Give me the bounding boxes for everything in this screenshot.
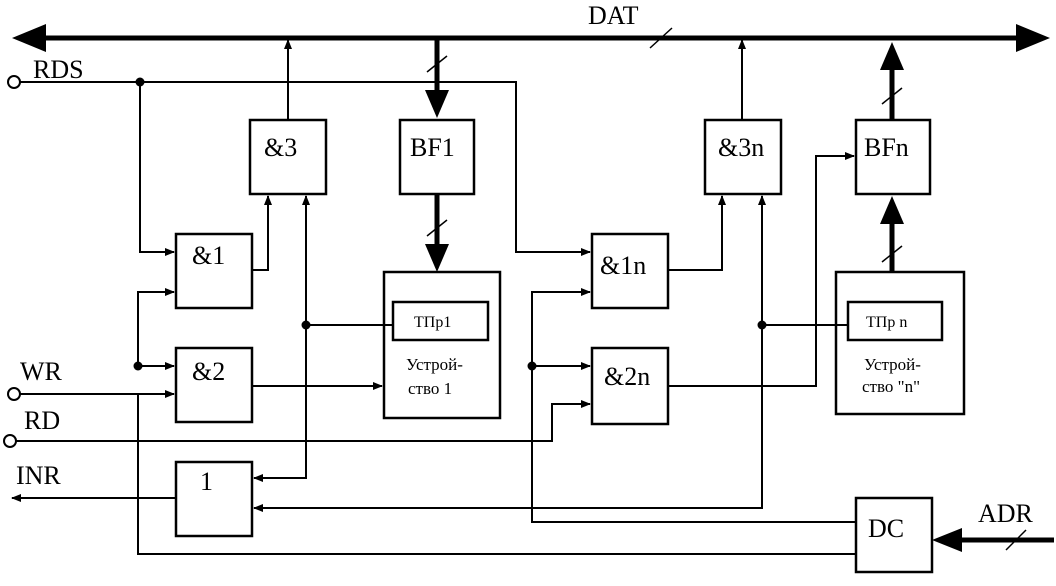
wr-to-and1	[137, 288, 175, 366]
and2n-label: &2n	[604, 362, 650, 391]
wr-label: WR	[20, 357, 63, 386]
and3-label: &3	[264, 133, 297, 162]
bfn-block	[854, 118, 932, 196]
and1n-to-and3n	[668, 195, 726, 271]
devicen-line1: Устрой-	[864, 355, 921, 374]
tpr1-label: ТПр1	[414, 314, 451, 331]
terminals	[3, 75, 21, 448]
and1-to-and3	[252, 195, 272, 271]
device1-block	[382, 270, 502, 420]
blocks	[174, 118, 966, 574]
and2n-to-bfn	[668, 152, 855, 387]
devicen-block	[834, 270, 966, 416]
device1-line1: Устрой-	[406, 355, 463, 374]
and1-label: &1	[192, 241, 225, 270]
and2-label: &2	[192, 357, 225, 386]
req1-to-or	[253, 325, 307, 482]
or1-block	[174, 460, 254, 538]
and1-block	[174, 232, 254, 310]
rds-terminal	[7, 75, 21, 89]
wr-vertical	[137, 394, 856, 555]
dat-bus	[12, 24, 1050, 52]
tprn-register	[846, 300, 944, 342]
wr-terminal	[7, 387, 21, 401]
and2n-block	[590, 346, 670, 426]
tprn-label: ТПр n	[866, 314, 907, 331]
rds-wire	[20, 81, 591, 256]
device1-line2: ство 1	[408, 379, 452, 398]
dc-label: DC	[868, 514, 904, 543]
or1-label: 1	[200, 467, 213, 496]
tpr1-register	[391, 300, 490, 342]
signal-wires	[11, 39, 856, 555]
and3n-block	[703, 118, 783, 196]
and3-block	[248, 118, 328, 196]
bfn-label: BFn	[864, 133, 909, 162]
adr-label: ADR	[978, 499, 1034, 528]
dc-to-and-n	[531, 288, 856, 523]
rd-terminal	[3, 434, 17, 448]
reqn-to-or	[253, 325, 763, 512]
and3n-label: &3n	[718, 133, 764, 162]
devicen-line2: ство "n"	[862, 377, 920, 396]
dat-bus-label: DAT	[588, 1, 639, 30]
rd-label: RD	[24, 406, 60, 435]
bf1-label: BF1	[410, 133, 455, 162]
rds-label: RDS	[33, 55, 84, 84]
rd-wire	[16, 400, 591, 442]
inr-label: INR	[16, 461, 61, 490]
and2-block	[174, 346, 254, 424]
rds-to-and1	[139, 82, 175, 256]
and1n-label: &1n	[600, 251, 646, 280]
data-buses	[425, 40, 1054, 552]
junctions	[133, 77, 767, 371]
dc-block	[854, 496, 934, 574]
